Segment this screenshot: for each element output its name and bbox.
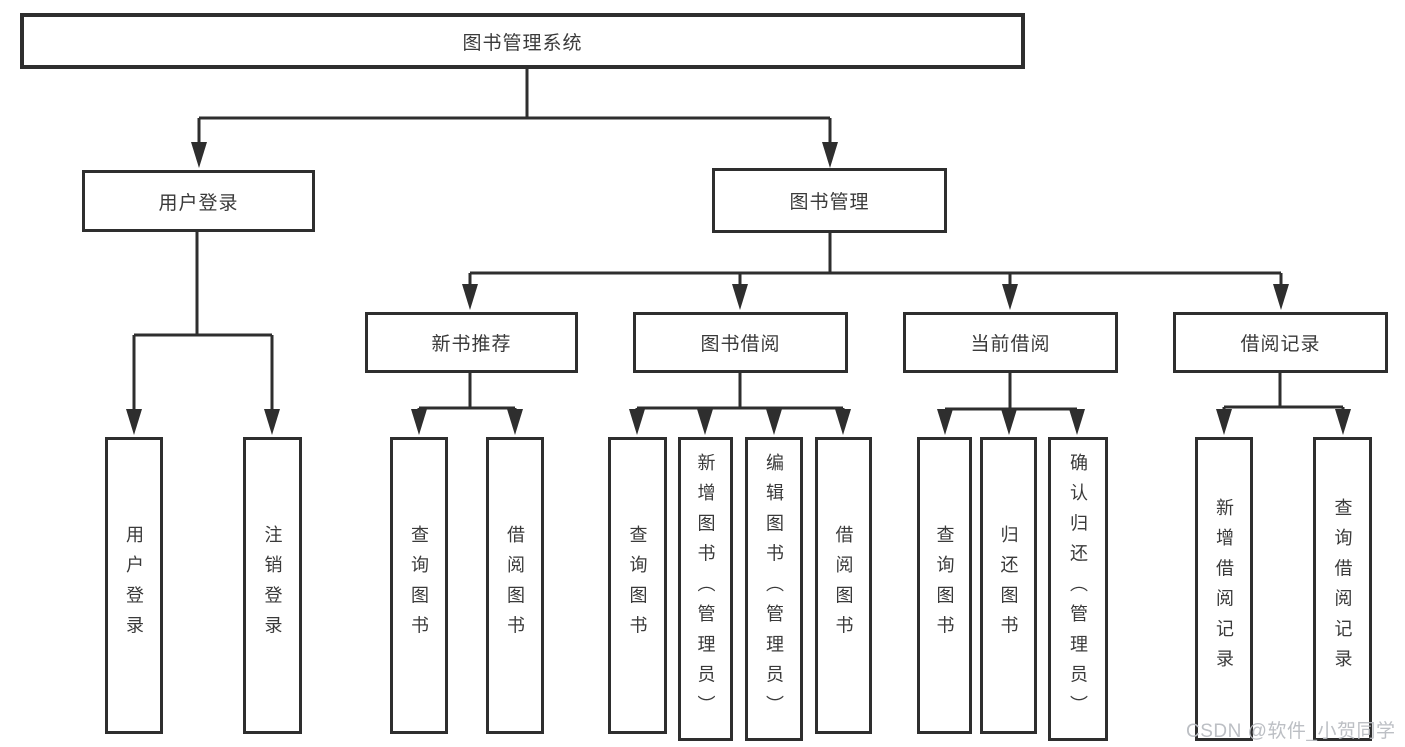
connector-newbookrec-to-leaves bbox=[411, 371, 523, 435]
node-label: 图书管理 bbox=[789, 192, 870, 213]
connector-userlogin-to-leaves bbox=[126, 230, 280, 435]
node-label: 借阅图书 bbox=[833, 525, 854, 646]
node-label: 新增借阅记录 bbox=[1214, 498, 1234, 680]
leaf-query-books-borrow: 查询图书 bbox=[608, 437, 667, 734]
node-label: 归还图书 bbox=[998, 525, 1019, 646]
node-label: 新书推荐 bbox=[431, 334, 512, 355]
leaf-borrow-books-borrow: 借阅图书 bbox=[815, 437, 872, 734]
node-borrow-records: 借阅记录 bbox=[1173, 312, 1388, 373]
node-label: 查询图书 bbox=[934, 525, 955, 646]
connector-bookmgmt-to-level3 bbox=[462, 230, 1289, 310]
leaf-add-borrow-record: 新增借阅记录 bbox=[1195, 437, 1253, 741]
connector-currentborrow-to-leaves bbox=[937, 371, 1085, 435]
node-label: 编辑图书（管理员） bbox=[764, 452, 784, 726]
node-label: 注销登录 bbox=[262, 525, 283, 646]
leaf-borrow-books-newrec: 借阅图书 bbox=[486, 437, 544, 734]
node-label: 查询图书 bbox=[409, 525, 429, 646]
node-label: 当前借阅 bbox=[970, 334, 1051, 355]
node-label: 借阅图书 bbox=[505, 525, 525, 646]
node-label: 用户登录 bbox=[124, 525, 144, 646]
leaf-user-login: 用户登录 bbox=[105, 437, 163, 734]
connector-borrowrecords-to-leaves bbox=[1216, 371, 1351, 435]
node-label: 查询借阅记录 bbox=[1332, 498, 1353, 680]
node-label: 借阅记录 bbox=[1240, 334, 1321, 355]
leaf-add-books-admin: 新增图书（管理员） bbox=[678, 437, 733, 741]
leaf-logout-login: 注销登录 bbox=[243, 437, 302, 734]
connector-bookborrow-to-leaves bbox=[629, 371, 851, 435]
leaf-query-books-newrec: 查询图书 bbox=[390, 437, 448, 734]
node-label: 新增图书（管理员） bbox=[695, 452, 716, 726]
node-book-management: 图书管理 bbox=[712, 168, 947, 233]
node-label: 图书管理系统 bbox=[462, 32, 583, 54]
leaf-query-borrow-record: 查询借阅记录 bbox=[1313, 437, 1372, 741]
node-label: 图书借阅 bbox=[700, 334, 781, 355]
leaf-confirm-return-admin: 确认归还（管理员） bbox=[1048, 437, 1108, 741]
node-book-management-system: 图书管理系统 bbox=[20, 13, 1025, 69]
node-book-borrow: 图书借阅 bbox=[633, 312, 848, 373]
node-new-book-recommend: 新书推荐 bbox=[365, 312, 578, 373]
node-label: 查询图书 bbox=[627, 525, 648, 646]
leaf-edit-books-admin: 编辑图书（管理员） bbox=[745, 437, 803, 741]
node-label: 确认归还（管理员） bbox=[1068, 452, 1088, 726]
leaf-return-books: 归还图书 bbox=[980, 437, 1037, 734]
node-current-borrow: 当前借阅 bbox=[903, 312, 1118, 373]
leaf-query-books-current: 查询图书 bbox=[917, 437, 972, 734]
csdn-watermark: CSDN @软件_小贺同学 bbox=[1186, 721, 1396, 742]
connector-root-to-level2 bbox=[191, 66, 838, 168]
node-label: 用户登录 bbox=[158, 192, 239, 214]
node-user-login: 用户登录 bbox=[82, 170, 315, 232]
